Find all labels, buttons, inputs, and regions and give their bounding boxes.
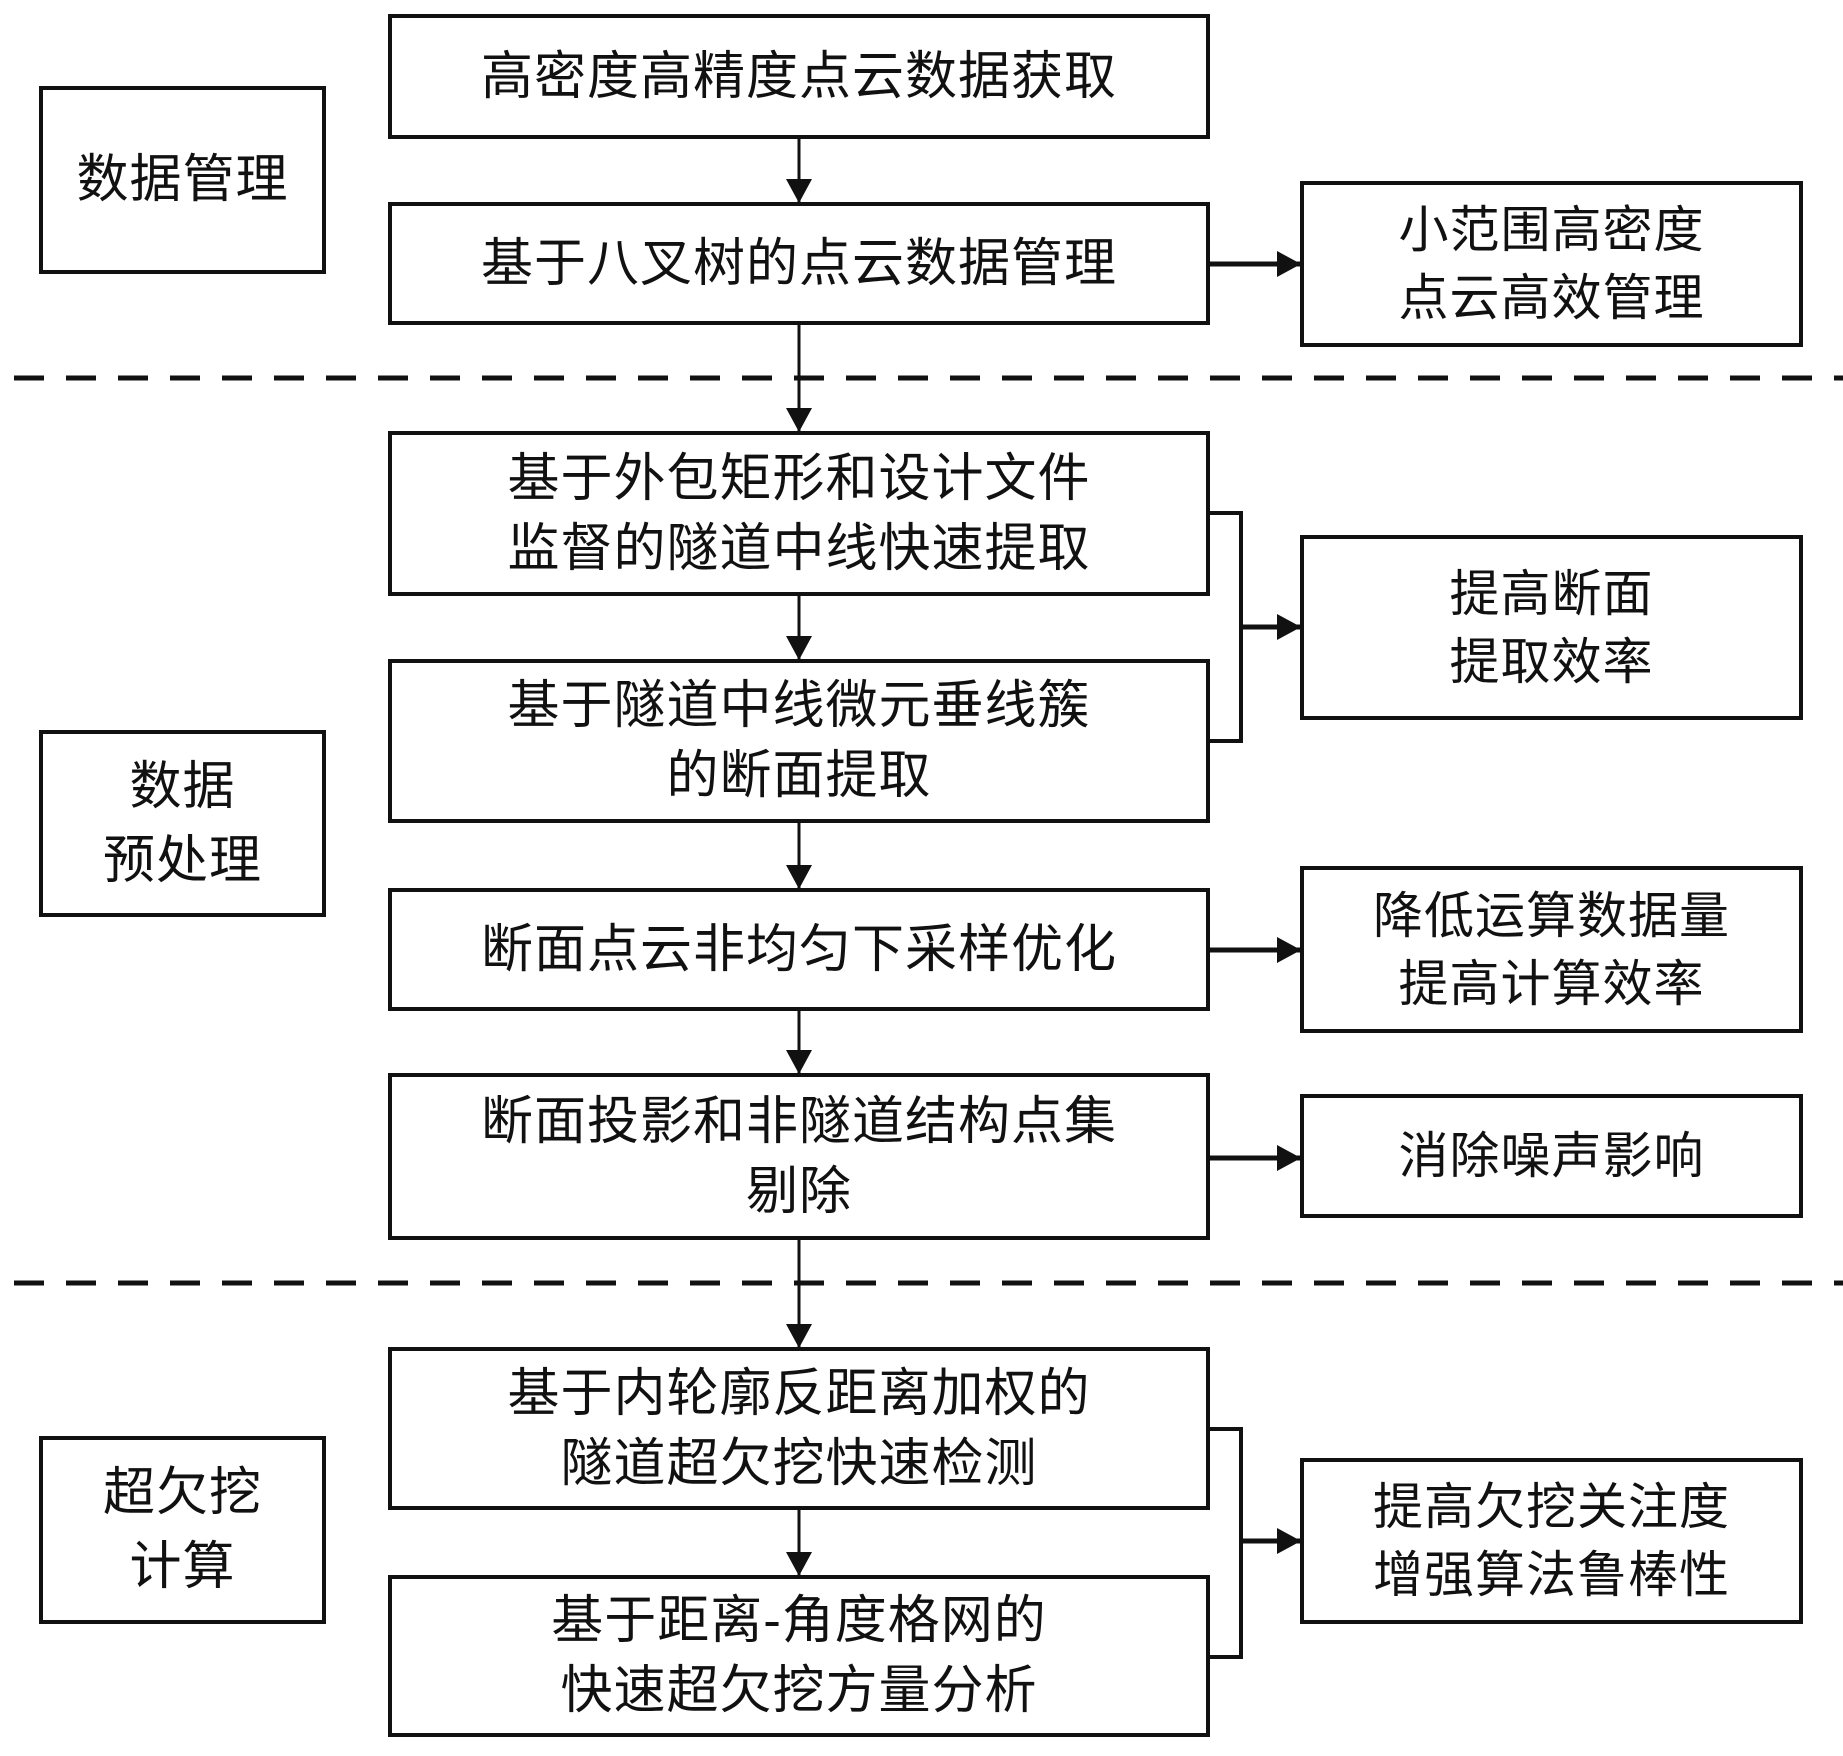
outcome-noise-removal: 消除噪声影响 [1300, 1094, 1803, 1218]
step-octree-management: 基于八叉树的点云数据管理 [388, 202, 1210, 325]
step-downsampling: 断面点云非均匀下采样优化 [388, 888, 1210, 1011]
step-text: 基于八叉树的点云数据管理 [480, 233, 1117, 294]
outcome-section-efficiency: 提高断面 提取效率 [1300, 535, 1803, 720]
step-text: 基于距离-角度格网的 快速超欠挖方量分析 [551, 1591, 1047, 1721]
section-label-text: 超欠挖 计算 [102, 1463, 262, 1597]
section-label-data-management: 数据管理 [39, 86, 326, 274]
step-overbreak-detection: 基于内轮廓反距离加权的 隧道超欠挖快速检测 [388, 1347, 1210, 1510]
step-text: 基于外包矩形和设计文件 监督的隧道中线快速提取 [507, 448, 1091, 579]
step-text: 断面点云非均匀下采样优化 [480, 919, 1117, 980]
outcome-text: 小范围高密度 点云高效管理 [1398, 201, 1705, 327]
outcome-text: 降低运算数据量 提高计算效率 [1373, 886, 1730, 1013]
step-volume-analysis: 基于距离-角度格网的 快速超欠挖方量分析 [388, 1575, 1210, 1737]
outcome-text: 提高欠挖关注度 增强算法鲁棒性 [1373, 1478, 1730, 1604]
step-projection-removal: 断面投影和非隧道结构点集 剔除 [388, 1073, 1210, 1240]
step-point-cloud-acquisition: 高密度高精度点云数据获取 [388, 14, 1210, 139]
bracket-steps-3-4 [1210, 511, 1243, 743]
section-label-preprocessing: 数据 预处理 [39, 730, 326, 917]
step-section-extraction: 基于隧道中线微元垂线簇 的断面提取 [388, 659, 1210, 823]
outcome-efficient-management: 小范围高密度 点云高效管理 [1300, 181, 1803, 347]
outcome-text: 消除噪声影响 [1398, 1127, 1705, 1185]
section-label-text: 数据 预处理 [102, 756, 262, 891]
outcome-text: 提高断面 提取效率 [1449, 564, 1654, 691]
outcome-robustness: 提高欠挖关注度 增强算法鲁棒性 [1300, 1458, 1803, 1624]
outcome-reduce-data: 降低运算数据量 提高计算效率 [1300, 866, 1803, 1033]
section-label-text: 数据管理 [76, 150, 289, 210]
bracket-steps-7-8 [1210, 1427, 1243, 1659]
section-label-overbreak-calculation: 超欠挖 计算 [39, 1436, 326, 1624]
step-text: 基于内轮廓反距离加权的 隧道超欠挖快速检测 [507, 1363, 1091, 1494]
step-text: 高密度高精度点云数据获取 [480, 46, 1117, 107]
step-text: 断面投影和非隧道结构点集 剔除 [480, 1091, 1117, 1222]
step-centerline-extraction: 基于外包矩形和设计文件 监督的隧道中线快速提取 [388, 431, 1210, 596]
step-text: 基于隧道中线微元垂线簇 的断面提取 [507, 676, 1091, 806]
